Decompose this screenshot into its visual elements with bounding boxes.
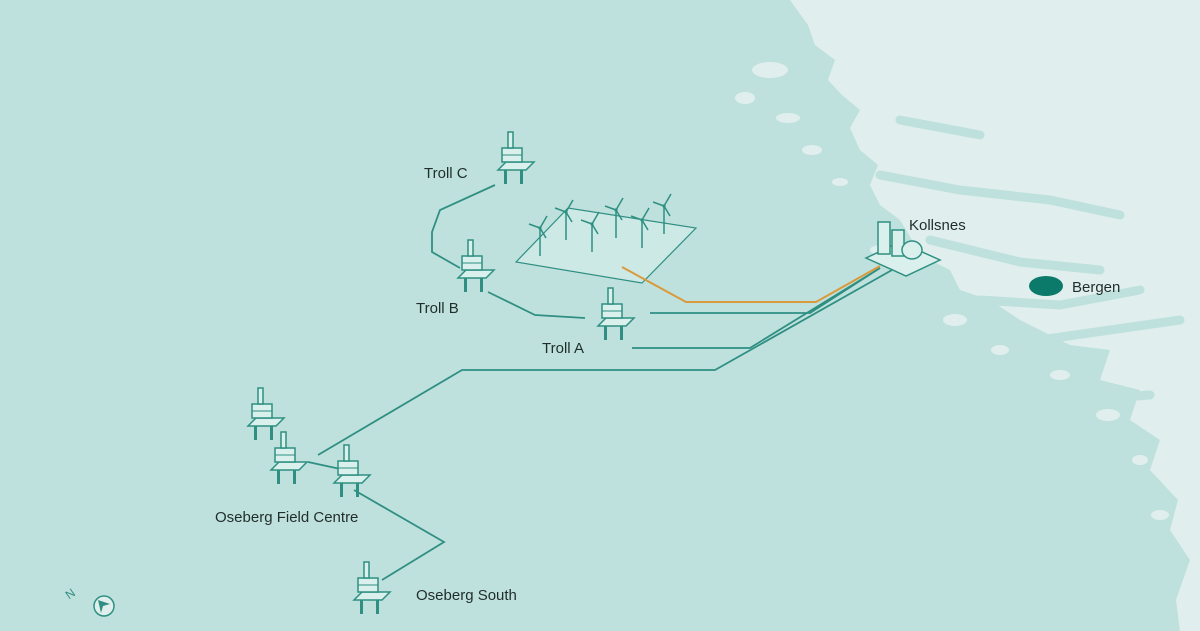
label-oseberg-field-centre: Oseberg Field Centre [215,509,358,526]
label-bergen: Bergen [1072,279,1120,296]
pipelines [307,184,893,581]
pipeline-oseberg-south [353,489,446,581]
pipeline-oseberg-kollsnes [317,269,893,456]
label-troll-b: Troll B [416,300,459,317]
fjords [875,115,1185,405]
label-oseberg-south: Oseberg South [416,587,517,604]
label-troll-a: Troll A [542,340,584,357]
label-kollsnes: Kollsnes [909,217,966,234]
wind-farm-area [514,207,698,284]
pipeline-trolla-kollsnes-2 [632,267,881,349]
bergen-city-marker[interactable] [1029,276,1063,296]
power-cable [621,265,881,303]
label-troll-c: Troll C [424,165,468,182]
kollsnes-plant-icon[interactable] [864,221,942,277]
pipeline-trollb-trolla [487,291,586,319]
pipeline-trollc-trollb [431,184,496,269]
